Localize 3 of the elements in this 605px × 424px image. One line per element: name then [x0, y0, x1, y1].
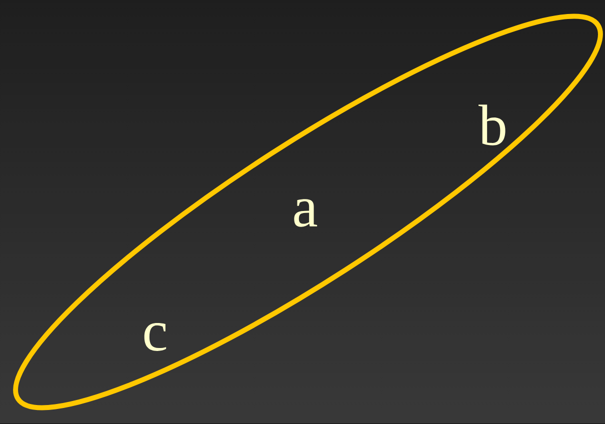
letter: c [144, 323, 166, 351]
letter: a [294, 199, 318, 227]
letter: b [478, 104, 506, 146]
